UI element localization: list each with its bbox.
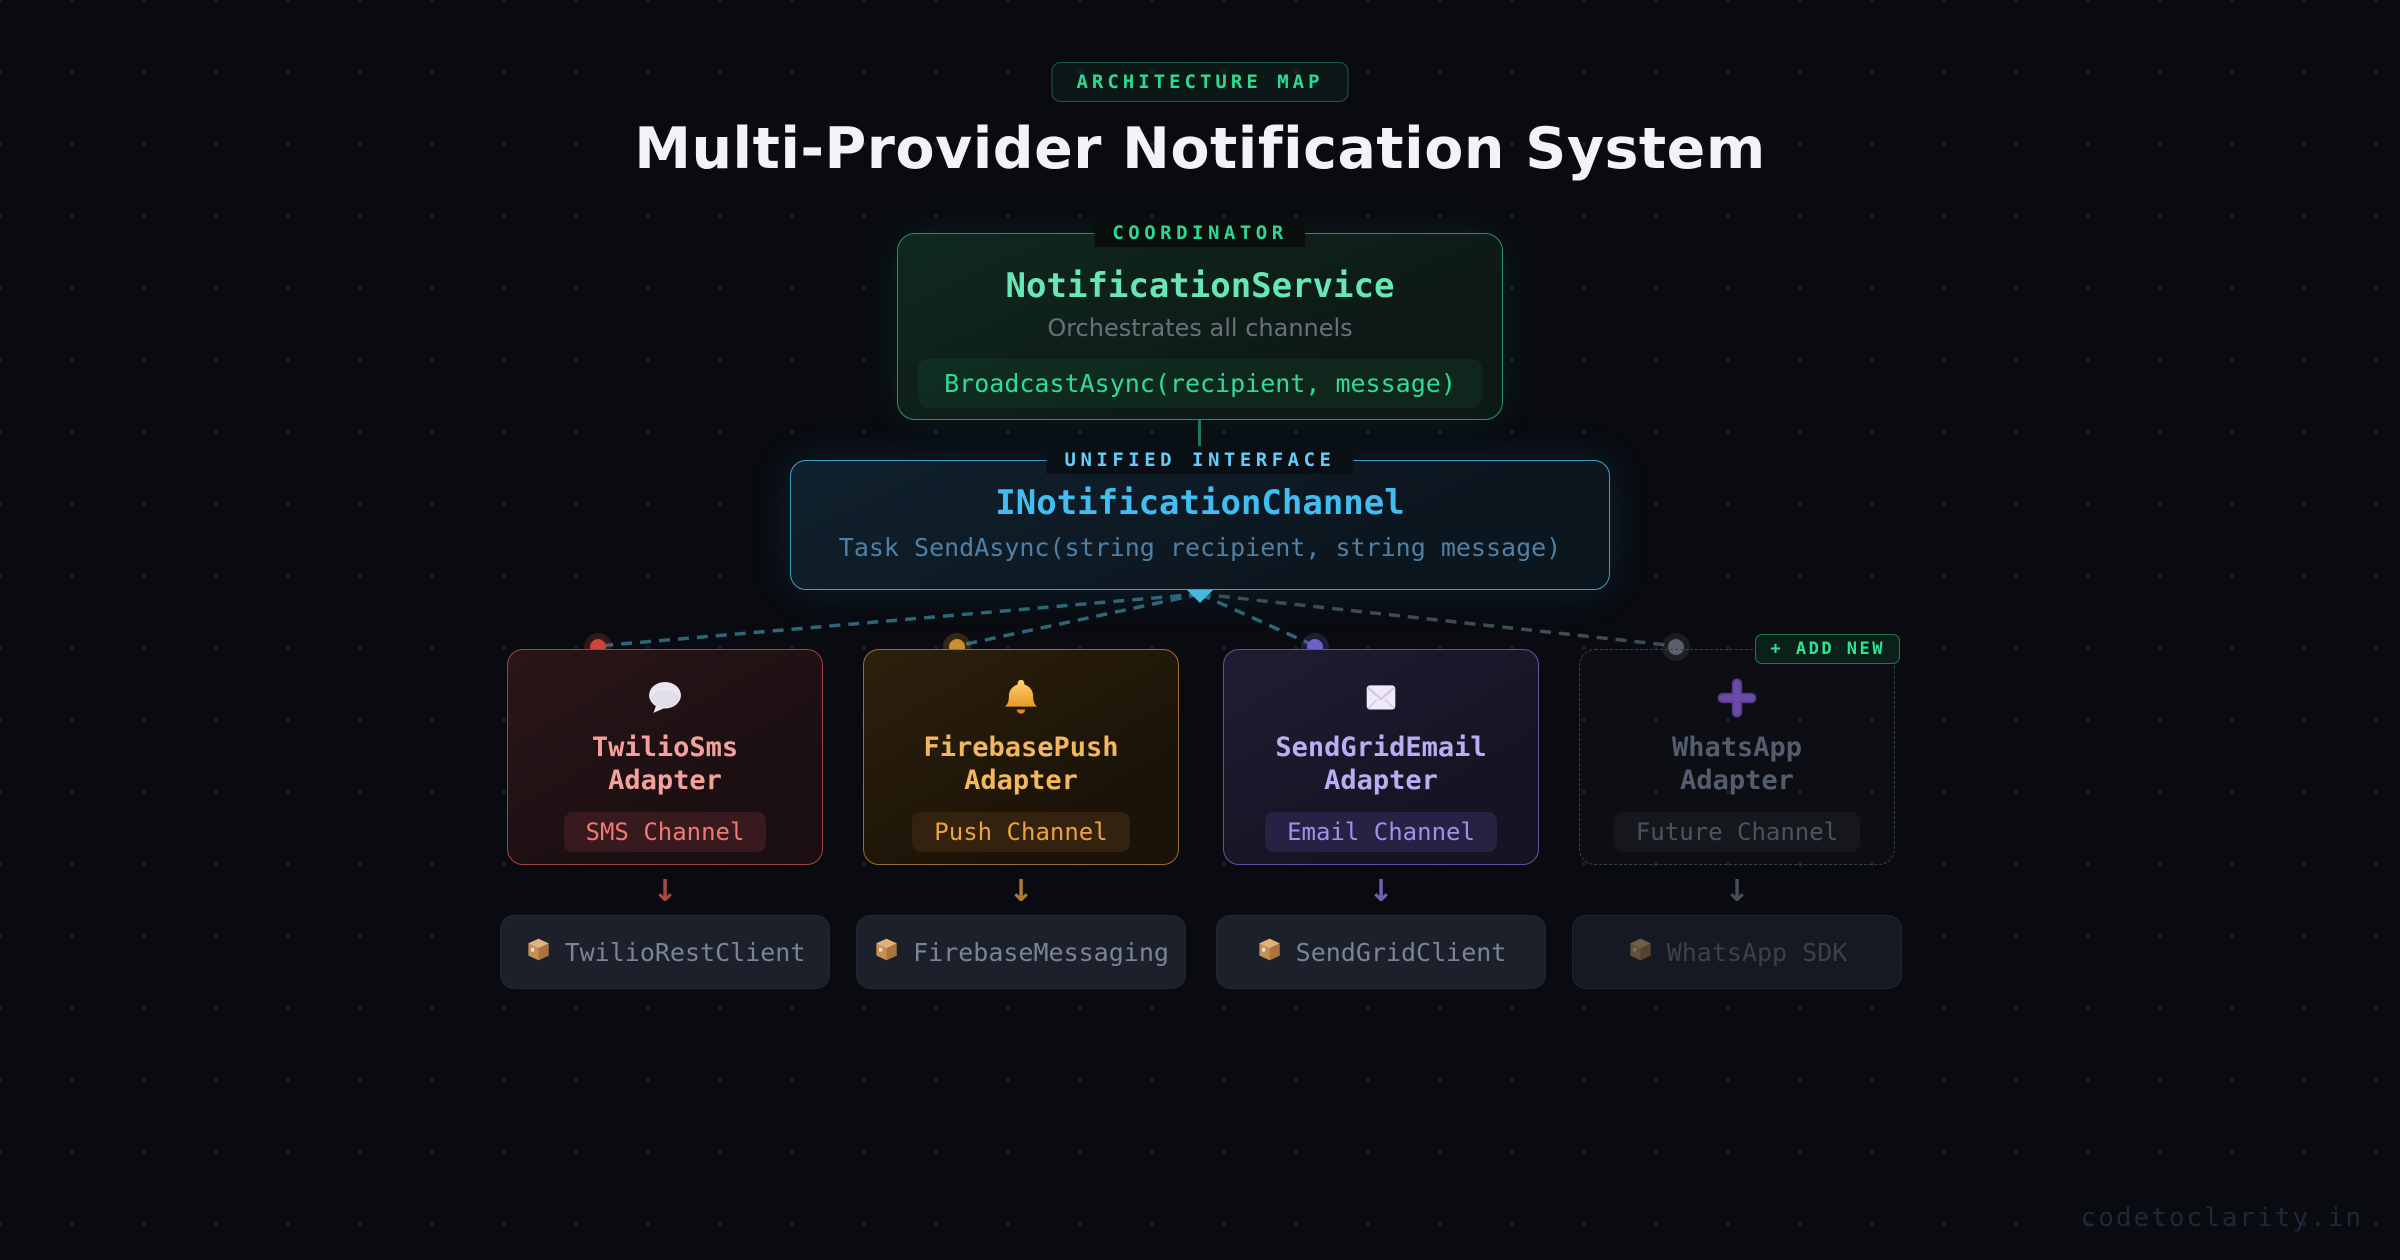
connector-line-firebase [956,592,1201,648]
channel-badge-sms: SMS Channel [563,811,767,852]
adapter-card-firebase: FirebasePush Adapter Push Channel [863,649,1179,865]
envelope-icon [1224,676,1538,720]
adapter-title: SendGridEmail Adapter [1275,732,1487,796]
speech-bubble-icon [508,676,822,720]
coordinator-label: COORDINATOR [1094,219,1306,247]
coordinator-method-signature: BroadcastAsync(recipient, message) [918,359,1482,408]
interface-method-signature: Task SendAsync(string recipient, string … [838,533,1562,562]
down-arrow-icon: ↓ [652,874,678,909]
plus-icon [1580,676,1894,720]
down-arrow-icon: ↓ [1008,874,1034,909]
architecture-map-badge: ARCHITECTURE MAP [1051,62,1349,102]
adapter-title: FirebasePush Adapter [923,732,1119,796]
connector-line-twilio [597,592,1201,648]
fan-origin-arrow [1187,590,1213,603]
coordinator-to-interface-connector [1198,420,1201,448]
interface-name: INotificationChannel [995,483,1405,523]
channel-badge-future: Future Channel [1613,811,1861,852]
down-arrow-icon: ↓ [1724,874,1750,909]
coordinator-box: COORDINATOR NotificationService Orchestr… [897,219,1503,420]
package-name: TwilioRestClient [564,937,806,967]
watermark: codetoclarity.in [2080,1203,2363,1233]
package-pill-firebase: FirebaseMessaging [856,915,1186,989]
package-pill-sendgrid: SendGridClient [1216,915,1546,989]
coordinator-service-name: NotificationService [1005,266,1395,306]
add-new-button[interactable]: + ADD NEW [1755,634,1900,664]
channel-badge-push: Push Channel [912,811,1130,852]
bell-icon [864,676,1178,720]
adapter-card-whatsapp: + ADD NEW WhatsApp Adapter Future Channe… [1579,634,1900,865]
coordinator-description: Orchestrates all channels [1047,314,1353,342]
adapter-title: WhatsApp Adapter [1671,732,1803,796]
connector-line-whatsapp [1199,592,1677,648]
adapter-title: TwilioSms Adapter [591,732,739,796]
adapter-card-sendgrid: SendGridEmail Adapter Email Channel [1223,649,1539,865]
package-icon [1627,936,1654,969]
down-arrow-icon: ↓ [1368,874,1394,909]
package-name: FirebaseMessaging [913,937,1169,967]
package-icon [1256,936,1283,969]
package-icon [873,936,900,969]
unified-interface-label: UNIFIED INTERFACE [1046,446,1354,474]
package-pill-twilio: TwilioRestClient [500,915,830,989]
package-name: WhatsApp SDK [1666,937,1848,967]
adapter-card-twilio: TwilioSms Adapter SMS Channel [507,649,823,865]
package-icon [525,936,552,969]
channel-badge-email: Email Channel [1265,811,1497,852]
interface-box: UNIFIED INTERFACE INotificationChannel T… [790,446,1610,590]
package-pill-whatsapp: WhatsApp SDK [1572,915,1902,989]
package-name: SendGridClient [1295,937,1507,967]
connector-line-sendgrid [1199,592,1316,648]
page-title: Multi-Provider Notification System [634,116,1766,182]
